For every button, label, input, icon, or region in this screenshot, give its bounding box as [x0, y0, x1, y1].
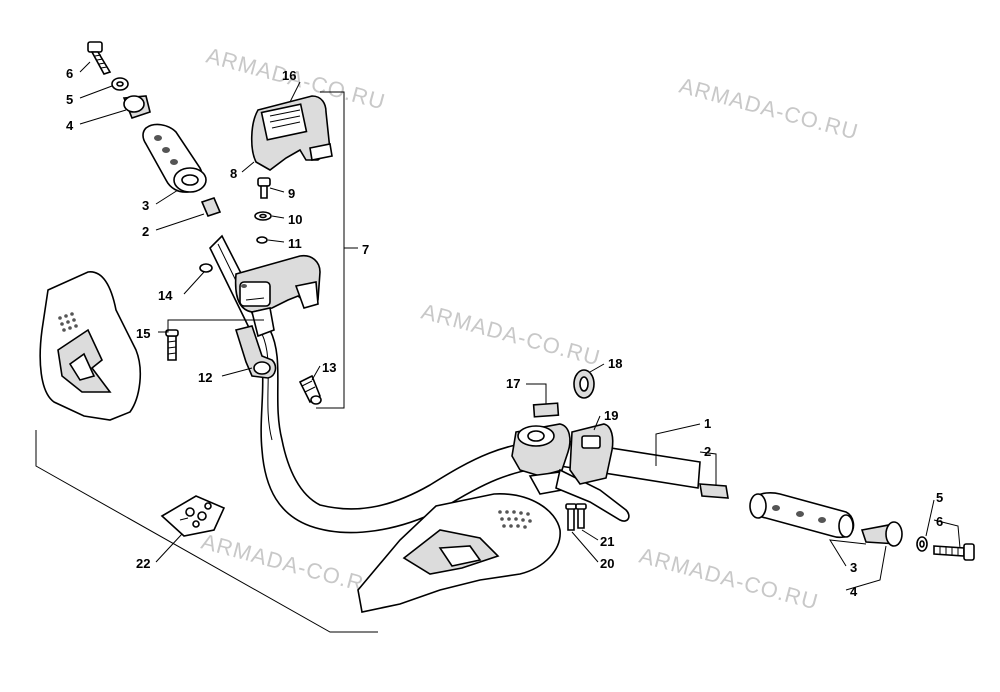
- reservoir-cap-18: [573, 369, 595, 399]
- callout-6-right: 6: [936, 514, 943, 529]
- callout-4-right: 4: [850, 584, 858, 599]
- adhesive-2-right: [699, 483, 729, 499]
- screw-20: [565, 503, 577, 531]
- callout-2-left: 2: [142, 224, 149, 239]
- callout-2-right: 2: [704, 444, 711, 459]
- left-grip-assembly: [87, 41, 222, 217]
- callout-4-left: 4: [66, 118, 74, 133]
- screw-9: [257, 177, 271, 199]
- callout-3-right: 3: [850, 560, 857, 575]
- callout-17: 17: [506, 376, 520, 391]
- screw-15: [165, 329, 179, 361]
- callout-22: 22: [136, 556, 150, 571]
- callout-13: 13: [322, 360, 336, 375]
- handguard-left: [39, 271, 142, 421]
- handguard-left-vents: [58, 312, 78, 332]
- bar-end-4-right: [860, 521, 903, 547]
- callout-21: 21: [600, 534, 614, 549]
- watermark-5: ARMADA-CO.RU: [637, 543, 822, 615]
- switch-housing: [250, 95, 333, 171]
- washer-5-right: [916, 536, 928, 552]
- throttle-housing: [234, 254, 321, 338]
- bolt-6-right: [933, 543, 975, 561]
- nut-14: [199, 263, 213, 273]
- callout-10: 10: [288, 212, 302, 227]
- brake-master-cylinder: [511, 423, 630, 522]
- callout-15: 15: [136, 326, 150, 341]
- callout-11: 11: [288, 236, 302, 251]
- right-grip-assembly: [699, 483, 975, 561]
- switch-tab: [309, 143, 333, 161]
- bolt-6-left: [87, 41, 112, 75]
- callout-14: 14: [158, 288, 173, 303]
- callout-1: 1: [704, 416, 711, 431]
- bar-end-4-left: [122, 95, 151, 119]
- callout-7: 7: [362, 242, 369, 257]
- handguard-right-vents: [498, 510, 532, 529]
- watermark-3: ARMADA-CO.RU: [419, 299, 604, 371]
- hardware-kit-22: [160, 495, 226, 537]
- callout-19: 19: [604, 408, 618, 423]
- washer-5-left: [111, 77, 129, 91]
- washer-11: [256, 236, 268, 244]
- callout-12: 12: [198, 370, 212, 385]
- grip-3-left: [142, 123, 207, 193]
- screw-13: [298, 374, 322, 405]
- leader-lines: [35, 61, 961, 633]
- grip-3-right: [749, 492, 855, 539]
- handguard-right: [357, 493, 561, 613]
- right-switch-19: [569, 423, 614, 485]
- callout-5-right: 5: [936, 490, 943, 505]
- callouts: 6 5 4 3 2 16 8 9 10 11 7 14 15 12 13 22 …: [66, 66, 943, 599]
- screw-21: [575, 503, 587, 529]
- washer-10: [254, 211, 272, 221]
- adhesive-2-left: [200, 197, 222, 217]
- watermark-2: ARMADA-CO.RU: [677, 73, 862, 145]
- callout-18: 18: [608, 356, 622, 371]
- callout-20: 20: [600, 556, 614, 571]
- reservoir-label-17: [532, 402, 560, 418]
- callout-3-left: 3: [142, 198, 149, 213]
- switch-label-plate: [260, 103, 308, 141]
- throttle-lever-12: [234, 325, 277, 379]
- callout-16: 16: [282, 68, 296, 83]
- switch-label-lines: [269, 109, 301, 129]
- callout-6-left: 6: [66, 66, 73, 81]
- watermark-4: ARMADA-CO.RU: [199, 529, 384, 601]
- callout-8: 8: [230, 166, 237, 181]
- callout-9: 9: [288, 186, 295, 201]
- callout-5-left: 5: [66, 92, 73, 107]
